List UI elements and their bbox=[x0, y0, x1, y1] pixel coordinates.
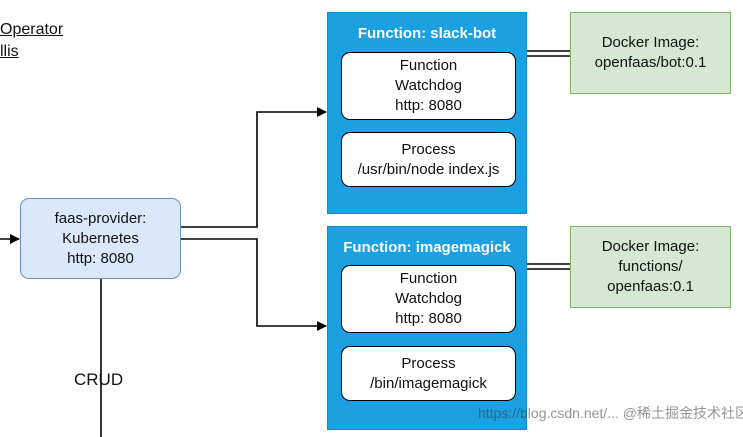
function-slack-bot-title: Function: slack-bot bbox=[357, 25, 497, 42]
crud-label: CRUD bbox=[74, 370, 124, 389]
faas-provider-label: faas-provider: Kubernetes http: 8080 bbox=[54, 209, 147, 267]
slack-bot-process-label: Process /usr/bin/node index.js bbox=[357, 140, 500, 178]
docker-image-imagemagick-label: Docker Image: functions/ openfaas:0.1 bbox=[601, 238, 700, 295]
imagemagick-watchdog-label: Function Watchdog http: 8080 bbox=[395, 270, 462, 327]
docker-image-slack-bot-label: Docker Image: openfaas/bot:0.1 bbox=[594, 34, 707, 71]
imagemagick-process-box: Process /bin/imagemagick bbox=[341, 346, 516, 401]
imagemagick-watchdog-box: Function Watchdog http: 8080 bbox=[341, 265, 516, 333]
docker-image-imagemagick-box: Docker Image: functions/ openfaas:0.1 bbox=[570, 226, 731, 308]
function-imagemagick-title: Function: imagemagick bbox=[343, 239, 511, 256]
arrow-provider-to-slack-bot bbox=[181, 107, 327, 228]
arrow-provider-to-imagemagick bbox=[181, 238, 327, 331]
slack-bot-watchdog-label: Function Watchdog http: 8080 bbox=[395, 57, 462, 114]
imagemagick-process-label: Process /bin/imagemagick bbox=[370, 354, 487, 392]
faas-provider-box: faas-provider: Kubernetes http: 8080 bbox=[20, 198, 181, 279]
watermark: https://blog.csdn.net/... @稀土掘金技术社区 bbox=[478, 405, 743, 421]
slack-bot-watchdog-box: Function Watchdog http: 8080 bbox=[341, 52, 516, 120]
operator-title: Operator llis bbox=[0, 21, 64, 60]
slack-bot-process-box: Process /usr/bin/node index.js bbox=[341, 132, 516, 187]
docker-image-slack-bot-box: Docker Image: openfaas/bot:0.1 bbox=[570, 12, 731, 94]
